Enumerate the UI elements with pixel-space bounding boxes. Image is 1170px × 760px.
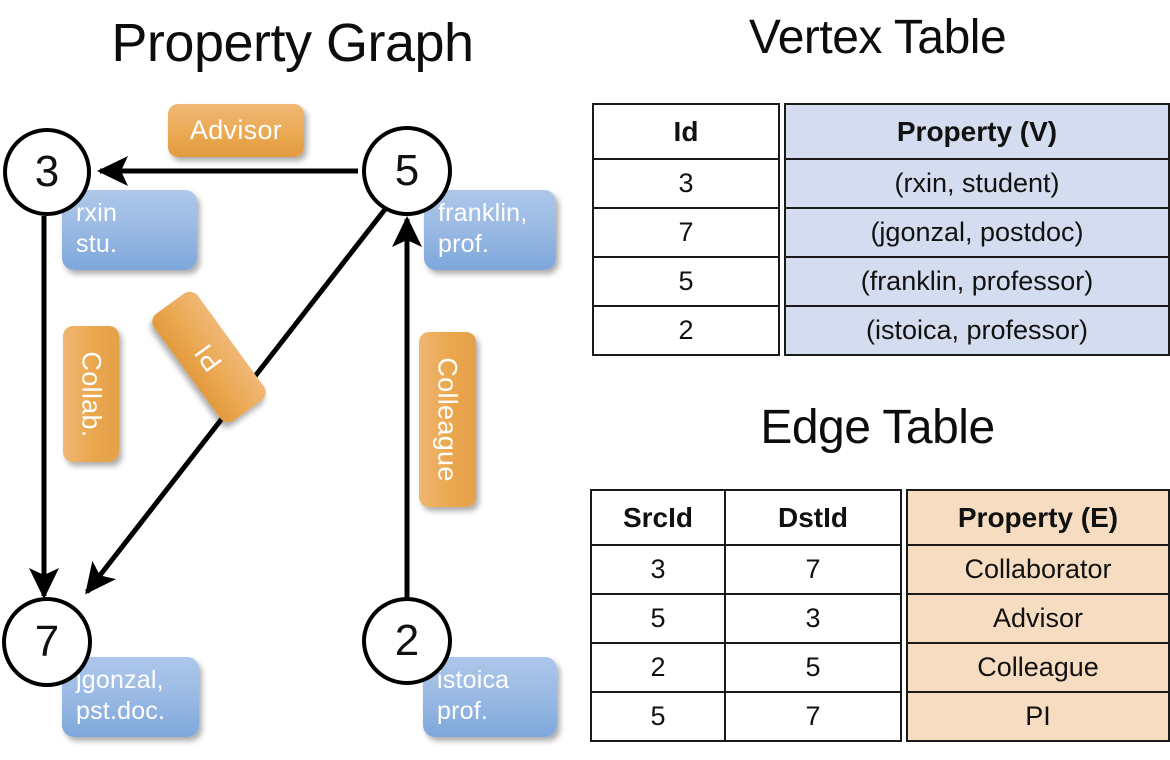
- edge-label-colleague-text: Colleague: [433, 357, 464, 482]
- table-row: 7 (jgonzal, postdoc): [592, 207, 1170, 258]
- edge-row-1-property: Advisor: [906, 593, 1170, 644]
- edge-row-0-property: Collaborator: [906, 544, 1170, 595]
- node-property-5-line2: prof.: [438, 230, 490, 259]
- edge-table-header-dstid: DstId: [724, 489, 902, 546]
- edge-row-0-src: 3: [590, 544, 726, 595]
- edge-row-2-dst: 5: [724, 642, 902, 693]
- vertex-row-0-id: 3: [592, 158, 780, 209]
- node-property-7-line2: pst.doc.: [76, 697, 166, 726]
- page-title-property-graph: Property Graph: [111, 13, 474, 73]
- vertex-row-0-property: (rxin, student): [784, 158, 1170, 209]
- edge-table-gap: [901, 692, 907, 741]
- node-property-bubble-2: istoica prof.: [423, 657, 557, 737]
- edge-row-3-dst: 7: [724, 691, 902, 742]
- vertex-row-1-property: (jgonzal, postdoc): [784, 207, 1170, 258]
- node-property-2-line2: prof.: [437, 697, 489, 726]
- edge-table-gap: [901, 490, 907, 545]
- vertex-table: Id Property (V) 3 (rxin, student) 7 (jgo…: [592, 103, 1170, 356]
- graph-node-3[interactable]: 3: [3, 128, 91, 216]
- graph-node-7-label: 7: [34, 617, 60, 666]
- node-property-2-line1: istoica: [437, 666, 510, 694]
- table-row: 5 (franklin, professor): [592, 256, 1170, 307]
- edge-label-advisor: Advisor: [168, 104, 304, 157]
- edge-table-header-property: Property (E): [906, 489, 1170, 546]
- table-row: 5 3 Advisor: [590, 593, 1170, 644]
- graph-node-5[interactable]: 5: [362, 126, 452, 216]
- edge-label-collab-text: Collab.: [76, 350, 107, 438]
- node-property-3-line1: rxin: [76, 199, 118, 227]
- table-row: 3 7 Collaborator: [590, 544, 1170, 595]
- vertex-table-header-property: Property (V): [784, 103, 1170, 160]
- edge-table-gap: [901, 643, 907, 692]
- edge-row-1-src: 5: [590, 593, 726, 644]
- vertex-table-header-row: Id Property (V): [592, 103, 1170, 160]
- graph-node-5-label: 5: [394, 146, 420, 195]
- vertex-table-gap: [779, 159, 785, 208]
- vertex-row-2-property: (franklin, professor): [784, 256, 1170, 307]
- edge-table-header-srcid: SrcId: [590, 489, 726, 546]
- edge-label-colleague: Colleague: [419, 332, 476, 507]
- edge-row-3-property: PI: [906, 691, 1170, 742]
- node-property-5-line1: franklin,: [438, 199, 528, 227]
- table-row: 5 7 PI: [590, 691, 1170, 742]
- graph-node-2[interactable]: 2: [362, 597, 452, 685]
- table-row: 3 (rxin, student): [592, 158, 1170, 209]
- edge-label-pi-text: PI: [188, 337, 229, 377]
- edge-row-2-property: Colleague: [906, 642, 1170, 693]
- edge-row-1-dst: 3: [724, 593, 902, 644]
- edge-table: SrcId DstId Property (E) 3 7 Collaborato…: [590, 489, 1170, 742]
- edge-row-3-src: 5: [590, 691, 726, 742]
- node-property-7-line1: jgonzal,: [76, 666, 164, 694]
- node-property-bubble-3: rxin stu.: [62, 190, 197, 270]
- vertex-table-gap: [779, 104, 785, 159]
- vertex-table-gap: [779, 208, 785, 257]
- graph-node-2-label: 2: [394, 616, 420, 665]
- graph-node-7[interactable]: 7: [2, 597, 92, 687]
- edge-table-gap: [901, 545, 907, 594]
- table-row: 2 (istoica, professor): [592, 305, 1170, 356]
- edge-table-header-row: SrcId DstId Property (E): [590, 489, 1170, 546]
- vertex-table-gap: [779, 306, 785, 355]
- graph-node-3-label: 3: [34, 147, 60, 196]
- edge-row-0-dst: 7: [724, 544, 902, 595]
- vertex-row-1-id: 7: [592, 207, 780, 258]
- vertex-table-header-id: Id: [592, 103, 780, 160]
- edge-table-gap: [901, 594, 907, 643]
- section-title-edge-table: Edge Table: [760, 401, 995, 454]
- vertex-table-gap: [779, 257, 785, 306]
- node-property-bubble-5: franklin, prof.: [424, 190, 556, 270]
- edge-label-advisor-text: Advisor: [189, 115, 283, 145]
- vertex-row-2-id: 5: [592, 256, 780, 307]
- property-graph-diagram: Advisor Collab. PI Colleague rxin stu. f…: [2, 104, 557, 737]
- section-title-vertex-table: Vertex Table: [748, 11, 1007, 64]
- edge-row-2-src: 2: [590, 642, 726, 693]
- node-property-3-line2: stu.: [76, 230, 118, 259]
- vertex-row-3-id: 2: [592, 305, 780, 356]
- node-property-bubble-7: jgonzal, pst.doc.: [62, 657, 199, 737]
- vertex-row-3-property: (istoica, professor): [784, 305, 1170, 356]
- table-row: 2 5 Colleague: [590, 642, 1170, 693]
- edge-label-collab: Collab.: [63, 326, 119, 462]
